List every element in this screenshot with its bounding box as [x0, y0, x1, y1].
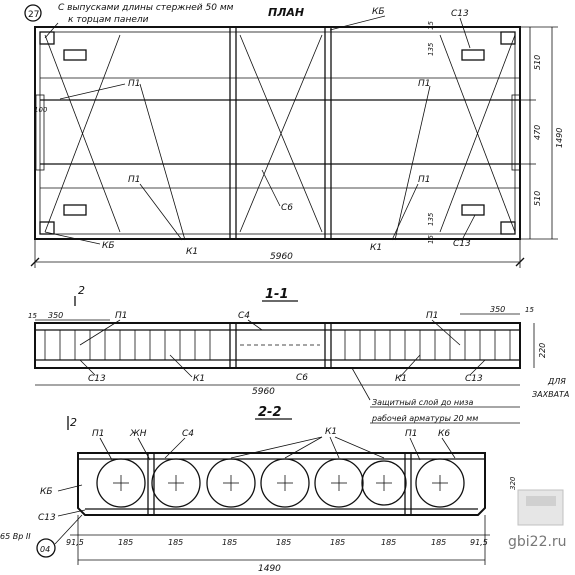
plan-dim-width: 1490	[555, 128, 564, 148]
section11-note-1: Защитный слой до низа	[372, 398, 474, 407]
note-circle-label: 27	[28, 10, 39, 20]
plan-label-k1-left: К1	[186, 247, 198, 257]
section-2-2: 2-2 2 П1 ЖН	[0, 405, 517, 574]
section11-dim-length: 5960	[252, 387, 275, 397]
section11-dim-350-right: 350	[490, 305, 505, 314]
section11-label-c13-right: С13	[465, 374, 483, 384]
section22-label-bottom-left: 65 Вр II	[0, 532, 31, 541]
plan-label-kb-top: КБ	[372, 7, 385, 17]
plan-dim-510-bottom: 510	[533, 191, 542, 206]
plan-label-k1-right: К1	[370, 243, 382, 253]
section22-label-zh: ЖН	[129, 429, 147, 439]
section22-label-c13: С13	[38, 513, 56, 523]
section22-circle-04-label: 04	[40, 545, 50, 554]
plan-label-kb-bottom: КБ	[102, 241, 115, 251]
section22-title: 2-2	[258, 405, 282, 420]
section22-label-k6: К6	[438, 429, 450, 439]
section11-side-text-1: ДЛЯ	[547, 377, 566, 386]
plan-dim-510-top: 510	[533, 55, 542, 70]
section11-dim-15-right: 15	[525, 306, 534, 314]
section11-dim-350-left: 350	[48, 311, 63, 320]
section22-dim-915-right: 91,5	[470, 538, 488, 547]
plan-label-p1-left-low: П1	[128, 175, 141, 185]
section22-dim-width: 1490	[258, 564, 281, 574]
section22-dim-span-6: 185	[381, 538, 396, 547]
section22-dim-915-left: 91,5	[66, 538, 84, 547]
plan-label-c13-bottom: С13	[453, 239, 471, 249]
plan-view: ПЛАН КБ С13 П1	[30, 6, 564, 268]
section11-label-p1-left: П1	[115, 311, 128, 321]
plan-label-c6: С6	[281, 203, 293, 213]
section11-label-c6: С6	[296, 373, 308, 383]
section11-label-c4: С4	[238, 311, 250, 321]
section22-dim-span-3: 185	[222, 538, 237, 547]
section-1-1: 1-1 2 15 350 П1	[28, 284, 569, 424]
section22-circle-04	[36, 538, 56, 558]
note-line-2: к торцам панели	[68, 15, 149, 25]
section11-title: 1-1	[265, 287, 289, 302]
section11-side-text-2: ЗАХВАТА	[532, 390, 569, 399]
plan-dim-15-bottom: 15	[427, 235, 435, 244]
plan-dim-470: 470	[533, 125, 542, 140]
plan-dim-15-top: 15	[427, 21, 435, 30]
section22-dim-span-5: 185	[330, 538, 345, 547]
note-line-1: С выпусками длины стержней 50 мм	[58, 3, 234, 13]
note-circle	[24, 4, 42, 22]
section22-label-c4: С4	[182, 429, 194, 439]
plan-dim-135-top: 135	[427, 42, 435, 56]
plan-label-p1-right: П1	[418, 79, 431, 89]
section22-dim-right-small: 320	[509, 476, 517, 490]
section22-dim-span-4: 185	[276, 538, 291, 547]
plan-title: ПЛАН	[268, 6, 304, 19]
plan-dim-100: 100	[34, 106, 48, 114]
section11-dim-15-left: 15	[28, 312, 37, 320]
section11-cut-mark: 2	[78, 284, 85, 297]
plan-dim-135-bottom: 135	[427, 212, 435, 226]
section11-label-k1-left: К1	[193, 374, 205, 384]
note-block: 27 С выпусками длины стержней 50 мм к то…	[24, 3, 234, 39]
section22-label-k1: К1	[325, 427, 337, 437]
section11-verticals	[44, 330, 511, 360]
plan-label-p1-left: П1	[128, 79, 141, 89]
section22-label-kb: КБ	[40, 487, 53, 497]
plan-label-c13-top: С13	[451, 9, 469, 19]
plan-dim-length: 5960	[270, 252, 293, 262]
section22-cut-mark: 2	[70, 416, 77, 429]
section22-dim-span-7: 185	[431, 538, 446, 547]
section11-dim-220: 220	[538, 343, 547, 358]
watermark: gbi22.ru	[508, 489, 567, 550]
section11-label-p1-right: П1	[426, 311, 439, 321]
section11-label-k1-right: К1	[395, 374, 407, 384]
section22-dim-span-2: 185	[168, 538, 183, 547]
section22-voids	[96, 458, 465, 508]
section22-dim-span-1: 185	[118, 538, 133, 547]
watermark-text: gbi22.ru	[508, 534, 567, 550]
section11-label-c13-left: С13	[88, 374, 106, 384]
section22-label-p1-right: П1	[405, 429, 418, 439]
section22-label-p1-left: П1	[92, 429, 105, 439]
plan-label-p1-right-low: П1	[418, 175, 431, 185]
section11-note-2: рабочей арматуры 20 мм	[371, 414, 478, 423]
